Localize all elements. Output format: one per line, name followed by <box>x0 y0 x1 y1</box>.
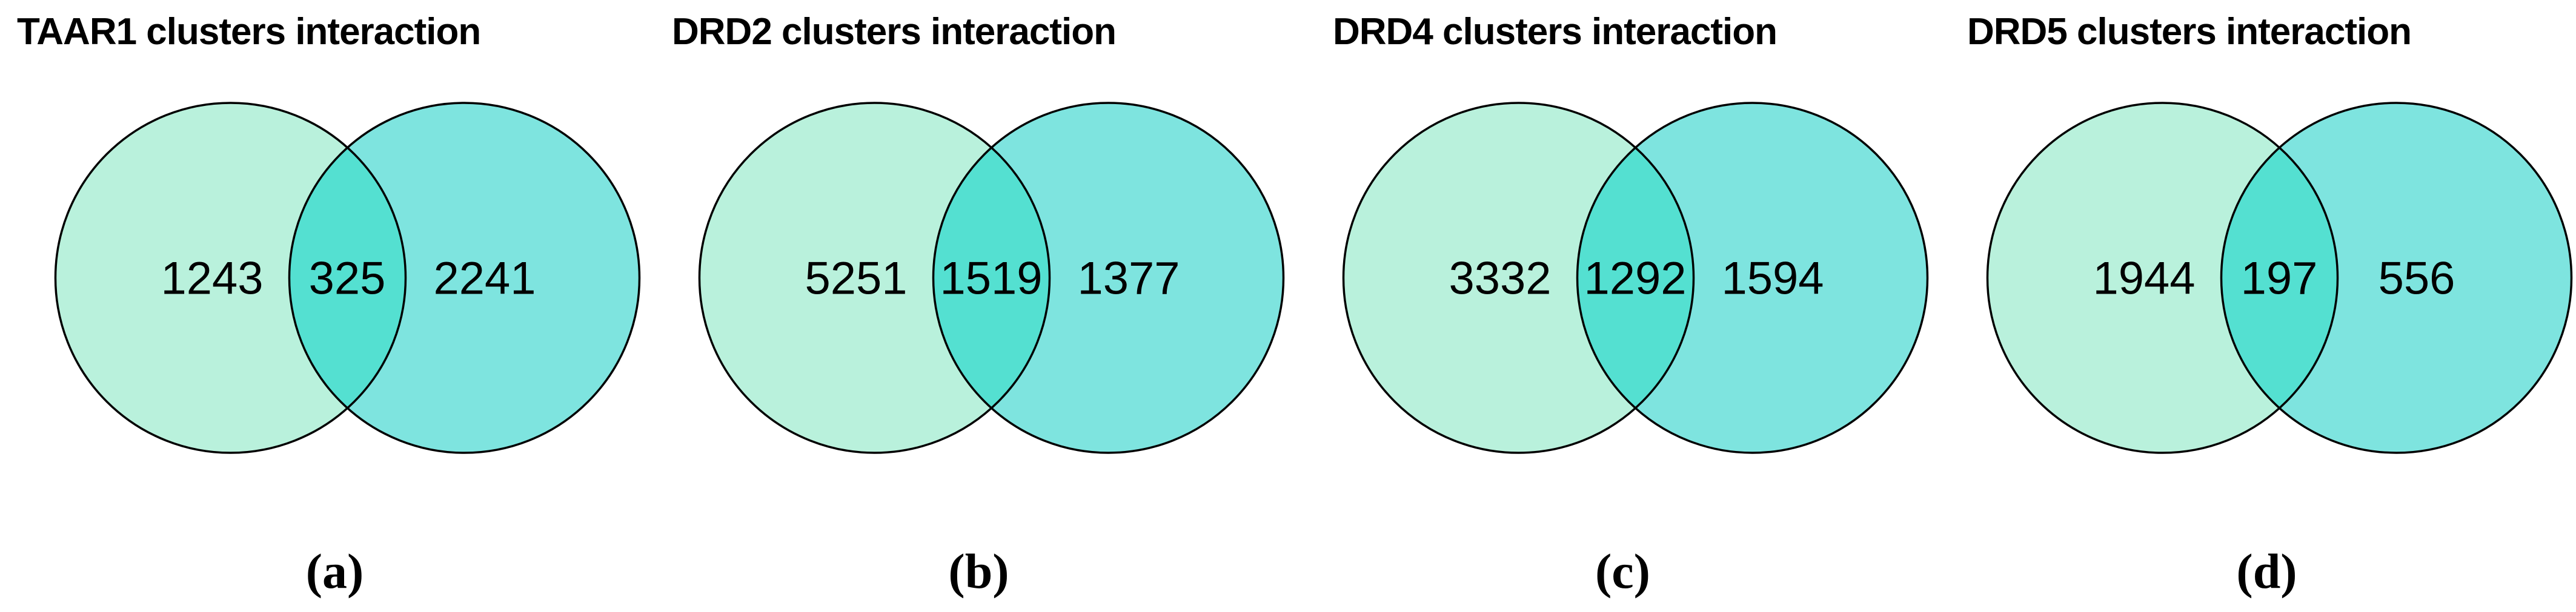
panel-title: TAAR1 clusters interaction <box>17 11 481 53</box>
right-circle-outline <box>932 102 1285 454</box>
left-count-label: 5251 <box>805 253 907 304</box>
overlap-region <box>1577 103 1694 453</box>
right-count-label: 2241 <box>433 253 536 304</box>
overlap-region <box>2221 103 2338 453</box>
panel-title: DRD2 clusters interaction <box>672 11 1117 53</box>
panel-taar1: TAAR1 clusters interaction 1243 325 2241… <box>0 0 644 612</box>
panel-caption: (a) <box>305 544 364 599</box>
overlap-region <box>933 103 1050 453</box>
panel-drd2: DRD2 clusters interaction 5251 1519 1377… <box>644 0 1288 612</box>
right-circle-outline <box>2220 102 2573 454</box>
overlap-count-label: 1292 <box>1584 253 1686 304</box>
panel-title: DRD4 clusters interaction <box>1333 11 1778 53</box>
right-count-label: 1377 <box>1077 253 1180 304</box>
panel-drd5: DRD5 clusters interaction 1944 197 556 (… <box>1932 0 2576 612</box>
panel-title: DRD5 clusters interaction <box>1967 11 2412 53</box>
overlap-count-label: 1519 <box>940 253 1042 304</box>
panel-caption: (d) <box>2236 544 2297 599</box>
right-count-label: 556 <box>2378 253 2455 304</box>
venn-diagram: 5251 1519 1377 <box>698 102 1285 454</box>
left-circle-outline <box>1342 102 1695 454</box>
panel-caption: (b) <box>948 544 1009 599</box>
left-count-label: 3332 <box>1449 253 1551 304</box>
overlap-count-label: 197 <box>2241 253 2318 304</box>
overlap-region <box>289 103 406 453</box>
right-circle-outline <box>288 102 641 454</box>
left-count-label: 1243 <box>161 253 263 304</box>
panel-caption: (c) <box>1595 544 1650 599</box>
left-count-label: 1944 <box>2093 253 2195 304</box>
venn-diagram: 3332 1292 1594 <box>1342 102 1929 454</box>
right-count-label: 1594 <box>1721 253 1824 304</box>
venn-diagram: 1243 325 2241 <box>54 102 641 454</box>
panel-drd4: DRD4 clusters interaction 3332 1292 1594… <box>1288 0 1932 612</box>
left-circle-outline <box>698 102 1051 454</box>
overlap-count-label: 325 <box>309 253 386 304</box>
left-circle-outline <box>1986 102 2339 454</box>
left-circle-outline <box>54 102 407 454</box>
venn-diagram: 1944 197 556 <box>1986 102 2573 454</box>
right-circle-outline <box>1576 102 1929 454</box>
